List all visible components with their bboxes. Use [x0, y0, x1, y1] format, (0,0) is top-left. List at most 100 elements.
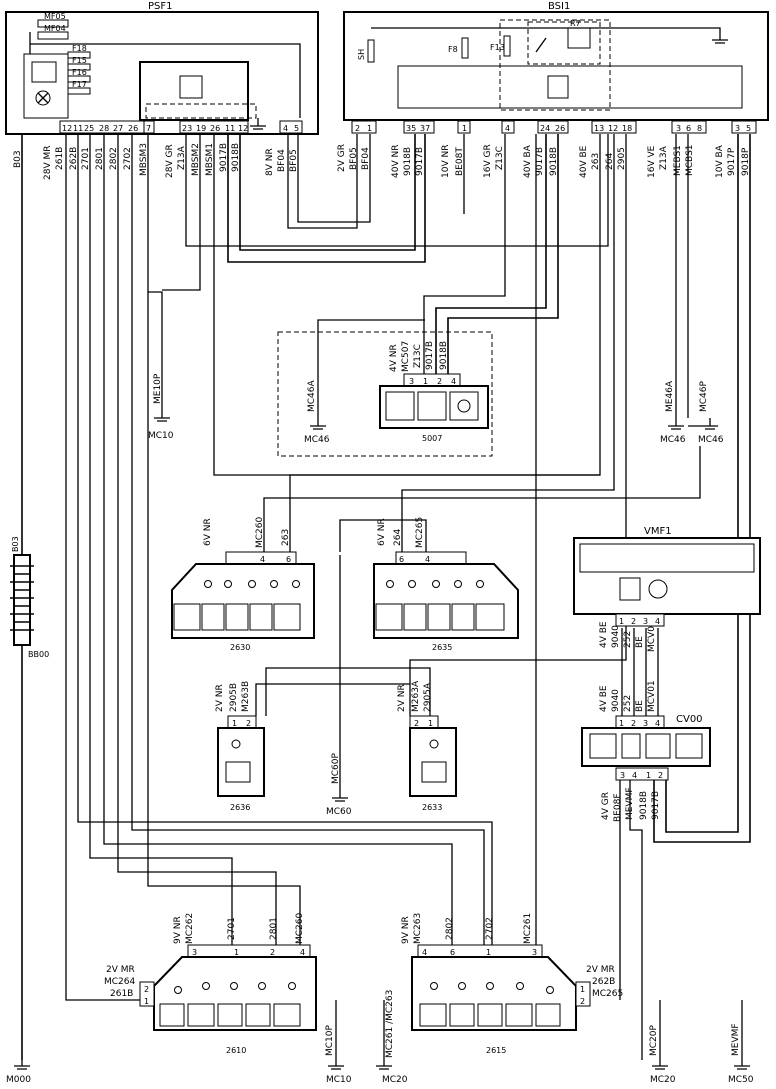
- cv00-label: CV00: [676, 714, 703, 725]
- svg-text:5: 5: [746, 124, 751, 133]
- svg-text:24: 24: [540, 124, 550, 133]
- svg-text:MC20P: MC20P: [649, 1024, 659, 1056]
- svg-text:2: 2: [658, 771, 663, 780]
- svg-text:ME46A: ME46A: [665, 380, 675, 412]
- svg-text:2: 2: [631, 617, 636, 626]
- svg-text:6: 6: [450, 948, 455, 957]
- svg-text:3: 3: [735, 124, 740, 133]
- svg-text:MC265: MC265: [415, 517, 425, 548]
- svg-text:MC20: MC20: [650, 1075, 676, 1085]
- svg-text:2: 2: [580, 997, 585, 1006]
- svg-text:2702: 2702: [485, 917, 495, 940]
- 5007-zone: [277, 331, 493, 457]
- svg-text:2: 2: [355, 124, 360, 133]
- svg-text:6: 6: [399, 555, 404, 564]
- svg-text:2V MR: 2V MR: [586, 965, 615, 975]
- battery-cells-icon: [10, 565, 34, 631]
- stop-lamp-icon: [477, 1003, 503, 1027]
- svg-text:9018B: 9018B: [231, 143, 241, 172]
- pins-vmf1: 1 2 3 4: [615, 613, 665, 627]
- lamp-icons-2630: [173, 580, 301, 631]
- plate-lamp-2633: [409, 727, 457, 797]
- svg-text:MC10: MC10: [326, 1075, 352, 1085]
- sh-label: SH: [357, 49, 366, 60]
- battery-bb00: [13, 554, 31, 646]
- svg-text:262B: 262B: [592, 977, 615, 987]
- svg-text:264: 264: [393, 529, 403, 546]
- svg-text:13: 13: [594, 124, 604, 133]
- svg-text:M263A: M263A: [411, 680, 421, 712]
- cv00-ecu-icon: [621, 733, 641, 759]
- svg-text:1: 1: [619, 719, 624, 728]
- svg-text:2V NR: 2V NR: [215, 684, 225, 712]
- lamp-icons-2635: [375, 580, 505, 631]
- svg-text:BE: BE: [635, 636, 645, 648]
- svg-text:12: 12: [62, 124, 72, 133]
- direction-arrow-icon: [505, 1003, 533, 1027]
- 2610-label: 2610: [226, 1046, 246, 1055]
- bsi1-control-unit: [397, 65, 743, 109]
- f16-label: F16: [72, 68, 87, 77]
- svg-text:MC263: MC263: [413, 913, 423, 944]
- psf1-ecu-icon: [179, 75, 203, 99]
- svg-text:MCV01: MCV01: [647, 620, 657, 652]
- svg-text:19: 19: [196, 124, 206, 133]
- svg-text:18: 18: [622, 124, 632, 133]
- svg-text:MEVMF: MEVMF: [731, 1023, 741, 1056]
- svg-text:1: 1: [462, 124, 467, 133]
- svg-text:ME10P: ME10P: [153, 373, 163, 404]
- direction-arrow-icon: [187, 1003, 215, 1027]
- pins-2630: 4 6: [225, 551, 297, 565]
- svg-text:MC507: MC507: [401, 341, 411, 372]
- svg-text:MC50: MC50: [728, 1075, 754, 1085]
- tail-lamp-icon: [419, 1003, 447, 1027]
- svg-text:MC10: MC10: [148, 431, 174, 441]
- bb00-label: BB00: [28, 650, 49, 659]
- position-lamp-icon: [645, 733, 671, 759]
- svg-text:9017B: 9017B: [219, 143, 229, 172]
- svg-text:2: 2: [270, 948, 275, 957]
- svg-text:9V NR: 9V NR: [173, 916, 183, 944]
- svg-text:9018B: 9018B: [439, 341, 449, 370]
- svg-text:2: 2: [437, 377, 442, 386]
- svg-text:MC46P: MC46P: [699, 380, 709, 412]
- svg-text:40V NR: 40V NR: [391, 145, 401, 178]
- tail-lamp-icon: [403, 603, 427, 631]
- sh-shunt: [367, 39, 375, 63]
- svg-text:MC46A: MC46A: [307, 379, 317, 412]
- rain-sensor-icon: [417, 391, 447, 421]
- bsi1-connector: 2 1 35 37 1 4 24 26 13 12 18 3 6 8 3 5: [351, 120, 757, 134]
- svg-text:11: 11: [225, 124, 235, 133]
- svg-text:M000: M000: [6, 1075, 31, 1085]
- svg-text:10V NR: 10V NR: [441, 145, 451, 178]
- bsi1-internal-ground-icon: [371, 27, 728, 44]
- wire-labels: B03 28V MR 261B 262B 2701 2801 2802 2702…: [13, 143, 751, 999]
- svg-text:4V NR: 4V NR: [389, 344, 399, 372]
- ground-icon: [310, 418, 326, 430]
- svg-text:3: 3: [676, 124, 681, 133]
- svg-text:3: 3: [643, 617, 648, 626]
- svg-text:3: 3: [532, 948, 537, 957]
- svg-text:263: 263: [281, 529, 291, 546]
- svg-text:M263B: M263B: [241, 681, 251, 712]
- 2635-label: 2635: [432, 643, 452, 652]
- svg-text:27: 27: [113, 124, 123, 133]
- position-lamp-icon: [375, 603, 403, 631]
- ground-icon: [668, 418, 684, 430]
- ground-icon: [734, 1060, 750, 1070]
- pins-2633: 2 1: [409, 715, 439, 729]
- svg-text:252: 252: [623, 631, 633, 648]
- ground-symbols: [14, 410, 750, 1070]
- svg-text:37: 37: [420, 124, 430, 133]
- pins-2615-top: 4 6 1 3: [417, 944, 543, 958]
- ground-icon: [14, 1060, 30, 1070]
- ground-icon: [332, 790, 348, 802]
- svg-text:264: 264: [605, 153, 615, 170]
- reverse-lamp-icon: [427, 603, 451, 631]
- svg-text:1: 1: [619, 617, 624, 626]
- r7-relay: [567, 27, 591, 49]
- position-lamp-icon: [159, 1003, 185, 1027]
- svg-text:1: 1: [367, 124, 372, 133]
- svg-text:5: 5: [294, 124, 299, 133]
